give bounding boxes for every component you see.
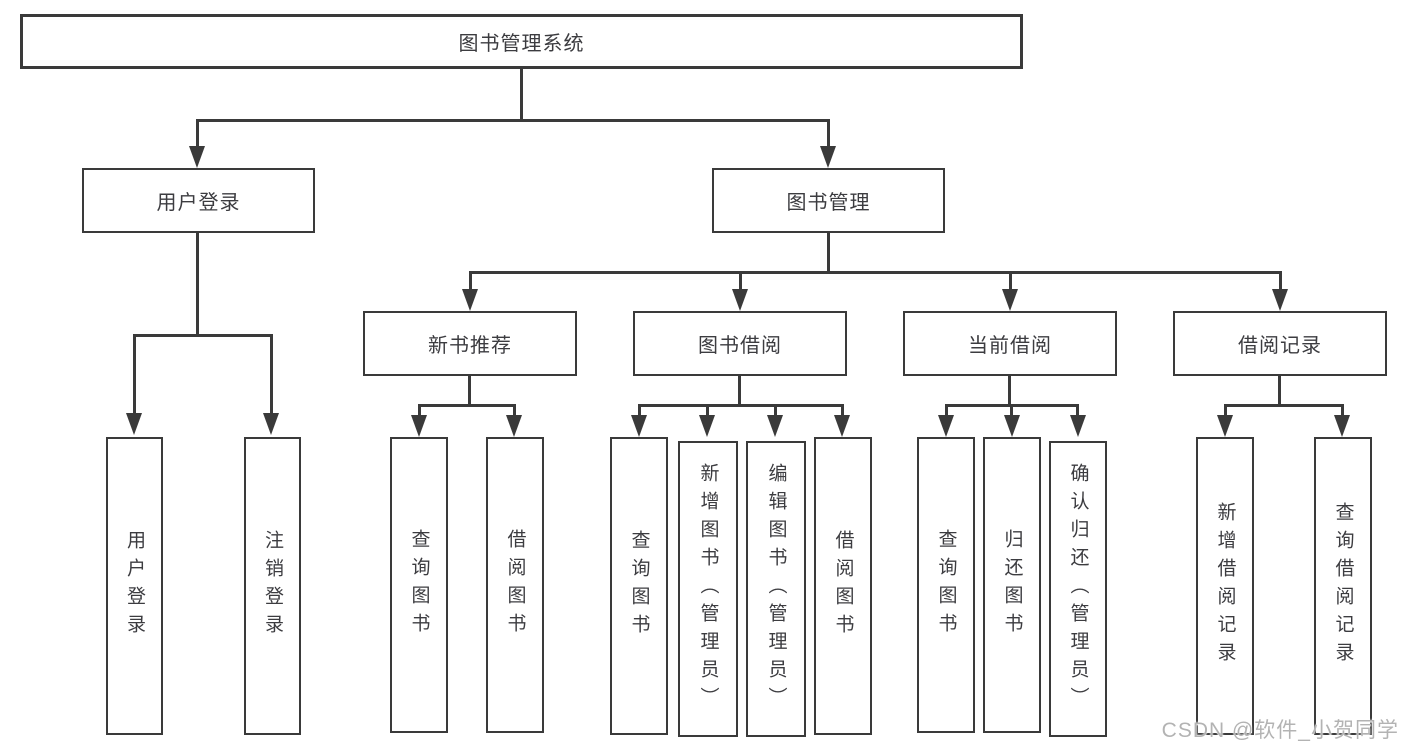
connector-line — [196, 119, 199, 147]
leaf-nb-borrow-book: 借阅图书 — [486, 437, 544, 733]
connector-line — [418, 404, 421, 416]
node-book-management: 图书管理 — [712, 168, 945, 233]
connector-line — [1010, 404, 1013, 416]
connector-line — [739, 271, 742, 291]
leaf-logout-login: 注销登录 — [244, 437, 301, 735]
leaf-label: 借阅图书 — [832, 530, 854, 642]
connector-line — [468, 376, 471, 406]
leaf-label: 注销登录 — [262, 530, 283, 642]
connector-line — [418, 404, 516, 407]
leaf-bb-edit-book-admin: 编辑图书（管理员） — [746, 441, 806, 737]
leaf-label: 查询图书 — [408, 529, 430, 641]
connector-line — [1009, 271, 1012, 291]
leaf-user-login: 用户登录 — [106, 437, 163, 735]
connector-line — [706, 404, 709, 416]
node-book-borrow: 图书借阅 — [633, 311, 847, 376]
arrow-down-icon — [767, 415, 783, 437]
arrow-down-icon — [1334, 415, 1350, 437]
connector-line — [196, 119, 830, 122]
csdn-watermark: CSDN @软件_小贺同学 — [1161, 719, 1399, 742]
connector-line — [841, 404, 844, 416]
arrow-down-icon — [263, 413, 279, 435]
leaf-bb-query-book: 查询图书 — [610, 437, 668, 735]
arrow-down-icon — [1272, 289, 1288, 311]
arrow-down-icon — [699, 415, 715, 437]
arrow-down-icon — [938, 415, 954, 437]
leaf-label: 新增图书（管理员） — [697, 463, 719, 715]
leaf-bb-add-book-admin: 新增图书（管理员） — [678, 441, 738, 737]
connector-line — [1278, 376, 1281, 406]
connector-line — [469, 271, 472, 291]
leaf-cb-query-book: 查询图书 — [917, 437, 975, 733]
arrow-down-icon — [732, 289, 748, 311]
leaf-label: 新增借阅记录 — [1214, 502, 1236, 670]
connector-line — [945, 404, 948, 416]
connector-line — [827, 119, 830, 147]
arrow-down-icon — [820, 146, 836, 168]
leaf-br-add-borrow-record: 新增借阅记录 — [1196, 437, 1254, 735]
arrow-down-icon — [411, 415, 427, 437]
connector-line — [1341, 404, 1344, 416]
connector-line — [270, 334, 273, 415]
connector-line — [774, 404, 777, 416]
arrow-down-icon — [1217, 415, 1233, 437]
connector-line — [638, 404, 641, 416]
connector-line — [738, 376, 741, 406]
leaf-label: 借阅图书 — [504, 529, 526, 641]
connector-line — [1224, 404, 1344, 407]
leaf-label: 用户登录 — [124, 530, 145, 642]
leaf-label: 查询图书 — [935, 529, 957, 641]
node-library-management-system: 图书管理系统 — [20, 14, 1023, 69]
node-borrow-record: 借阅记录 — [1173, 311, 1387, 376]
connector-line — [1279, 271, 1282, 291]
arrow-down-icon — [189, 146, 205, 168]
leaf-label: 查询图书 — [628, 530, 650, 642]
leaf-label: 确认归还（管理员） — [1067, 463, 1089, 715]
arrow-down-icon — [506, 415, 522, 437]
connector-line — [1224, 404, 1227, 416]
arrow-down-icon — [834, 415, 850, 437]
leaf-nb-query-book: 查询图书 — [390, 437, 448, 733]
connector-line — [520, 69, 523, 120]
leaf-bb-borrow-book: 借阅图书 — [814, 437, 872, 735]
connector-line — [469, 271, 1281, 274]
leaf-cb-return-book: 归还图书 — [983, 437, 1041, 733]
connector-line — [638, 404, 844, 407]
leaf-label: 查询借阅记录 — [1332, 502, 1354, 670]
connector-line — [827, 233, 830, 274]
node-current-borrow: 当前借阅 — [903, 311, 1117, 376]
leaf-br-query-borrow-record: 查询借阅记录 — [1314, 437, 1372, 735]
leaf-label: 归还图书 — [1001, 529, 1023, 641]
node-new-book-recommend: 新书推荐 — [363, 311, 577, 376]
arrow-down-icon — [462, 289, 478, 311]
arrow-down-icon — [1002, 289, 1018, 311]
arrow-down-icon — [631, 415, 647, 437]
leaf-label: 编辑图书（管理员） — [765, 463, 787, 715]
arrow-down-icon — [126, 413, 142, 435]
connector-line — [513, 404, 516, 416]
connector-line — [1008, 376, 1011, 406]
arrow-down-icon — [1004, 415, 1020, 437]
leaf-cb-confirm-return-admin: 确认归还（管理员） — [1049, 441, 1107, 737]
connector-line — [196, 233, 199, 336]
connector-line — [133, 334, 136, 415]
connector-line — [1076, 404, 1079, 416]
node-user-login: 用户登录 — [82, 168, 315, 233]
connector-line — [133, 334, 273, 337]
arrow-down-icon — [1070, 415, 1086, 437]
